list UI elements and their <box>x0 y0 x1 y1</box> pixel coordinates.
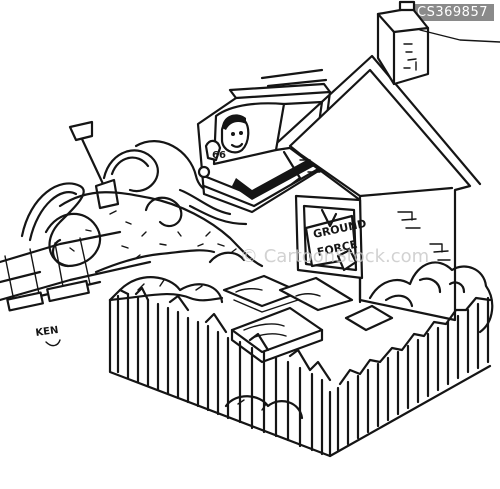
rubble-pile <box>58 191 264 274</box>
house: GROUND FORCE <box>276 0 500 322</box>
signature-flourish <box>45 339 61 347</box>
spade <box>68 120 120 210</box>
image-code-badge: CS369857 <box>411 4 494 21</box>
train-number: 66 <box>212 150 226 161</box>
watermark-text: © CartoonStock.com <box>240 246 429 267</box>
train-driver: 66 <box>204 114 250 162</box>
artist-signature: KEN <box>35 325 59 339</box>
paving-slabs <box>222 274 394 364</box>
shrubs <box>118 251 494 420</box>
picket-fence <box>108 286 492 458</box>
twisted-rails <box>20 140 248 268</box>
